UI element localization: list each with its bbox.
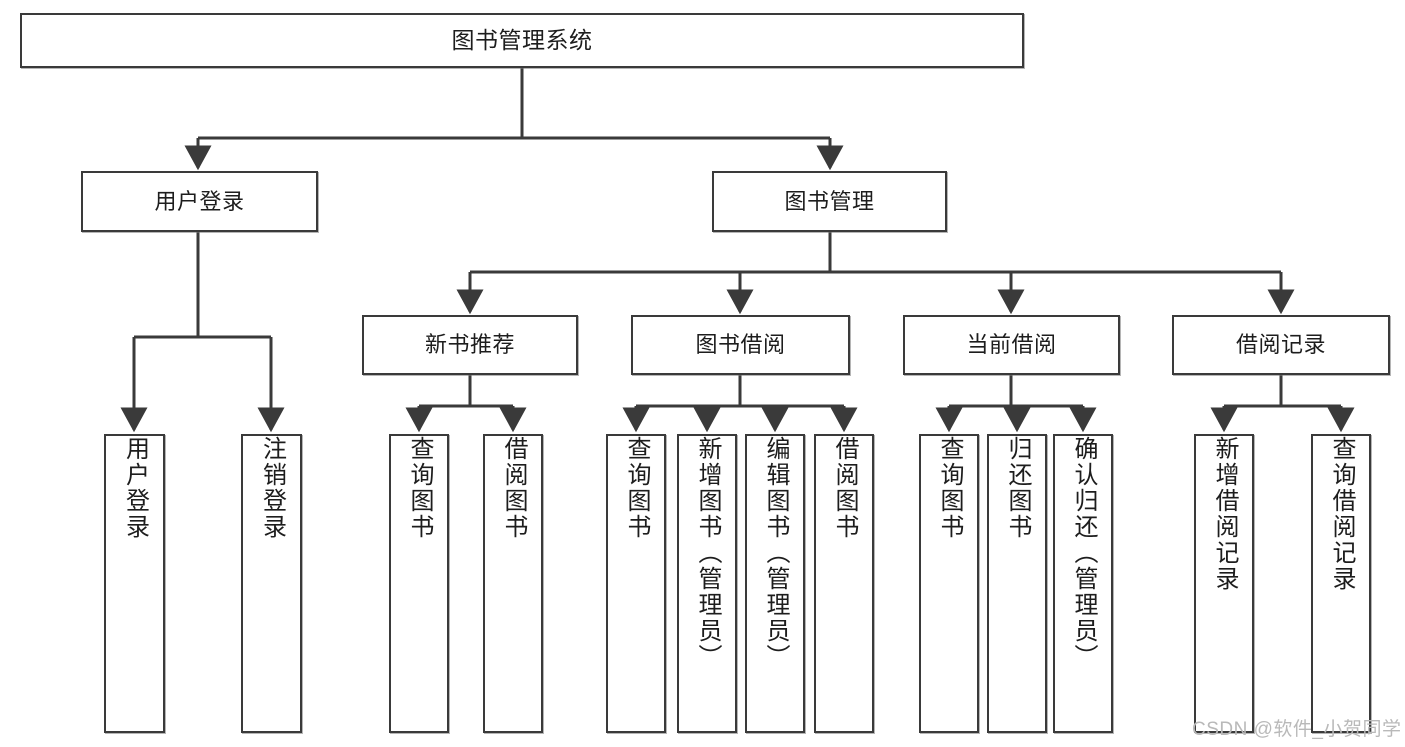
- node-label: 图书管理: [784, 188, 875, 214]
- node-label: 图书管理系统: [451, 27, 593, 54]
- node-leaf-query-borrow-record[interactable]: 查询借阅记录: [1311, 434, 1371, 733]
- node-leaf-add-borrow-record[interactable]: 新增借阅记录: [1194, 434, 1254, 733]
- node-label: 编辑图书（管理员）: [762, 436, 789, 670]
- node-leaf-user-login[interactable]: 用户登录: [104, 434, 165, 733]
- node-label: 用户登录: [121, 436, 149, 540]
- node-label: 新书推荐: [424, 332, 515, 358]
- node-leaf-logout-login[interactable]: 注销登录: [241, 434, 302, 733]
- node-current-borrow[interactable]: 当前借阅: [903, 315, 1120, 375]
- node-leaf-borrow-book-2[interactable]: 借阅图书: [814, 434, 874, 733]
- node-label: 归还图书: [1004, 436, 1031, 540]
- node-label: 查询图书: [623, 436, 650, 540]
- node-leaf-return-book[interactable]: 归还图书: [987, 434, 1047, 733]
- node-label: 新增借阅记录: [1211, 436, 1238, 592]
- node-label: 当前借阅: [966, 332, 1057, 358]
- node-label: 确认归还（管理员）: [1070, 436, 1097, 670]
- node-label: 用户登录: [154, 188, 245, 214]
- node-leaf-add-book[interactable]: 新增图书（管理员）: [677, 434, 737, 733]
- node-leaf-borrow-book-1[interactable]: 借阅图书: [483, 434, 543, 733]
- node-leaf-query-book-3[interactable]: 查询图书: [919, 434, 979, 733]
- node-label: 新增图书（管理员）: [694, 436, 721, 670]
- node-label: 图书借阅: [695, 332, 786, 358]
- node-leaf-query-book-2[interactable]: 查询图书: [606, 434, 666, 733]
- node-borrow-record[interactable]: 借阅记录: [1172, 315, 1390, 375]
- csdn-watermark: CSDN @软件_小贺同学: [1192, 719, 1402, 740]
- node-label: 借阅记录: [1235, 332, 1326, 358]
- node-label: 查询借阅记录: [1328, 436, 1355, 592]
- node-root-book-management-system[interactable]: 图书管理系统: [20, 13, 1024, 68]
- node-label: 查询图书: [406, 436, 433, 540]
- node-leaf-confirm-return[interactable]: 确认归还（管理员）: [1053, 434, 1113, 733]
- node-label: 借阅图书: [500, 436, 527, 540]
- node-new-book-recommend[interactable]: 新书推荐: [362, 315, 578, 375]
- node-leaf-query-book-1[interactable]: 查询图书: [389, 434, 449, 733]
- node-book-management[interactable]: 图书管理: [712, 171, 947, 232]
- node-label: 注销登录: [258, 436, 286, 540]
- node-book-borrow[interactable]: 图书借阅: [631, 315, 850, 375]
- node-user-login[interactable]: 用户登录: [81, 171, 318, 232]
- node-leaf-edit-book[interactable]: 编辑图书（管理员）: [745, 434, 805, 733]
- node-label: 借阅图书: [831, 436, 858, 540]
- node-label: 查询图书: [936, 436, 963, 540]
